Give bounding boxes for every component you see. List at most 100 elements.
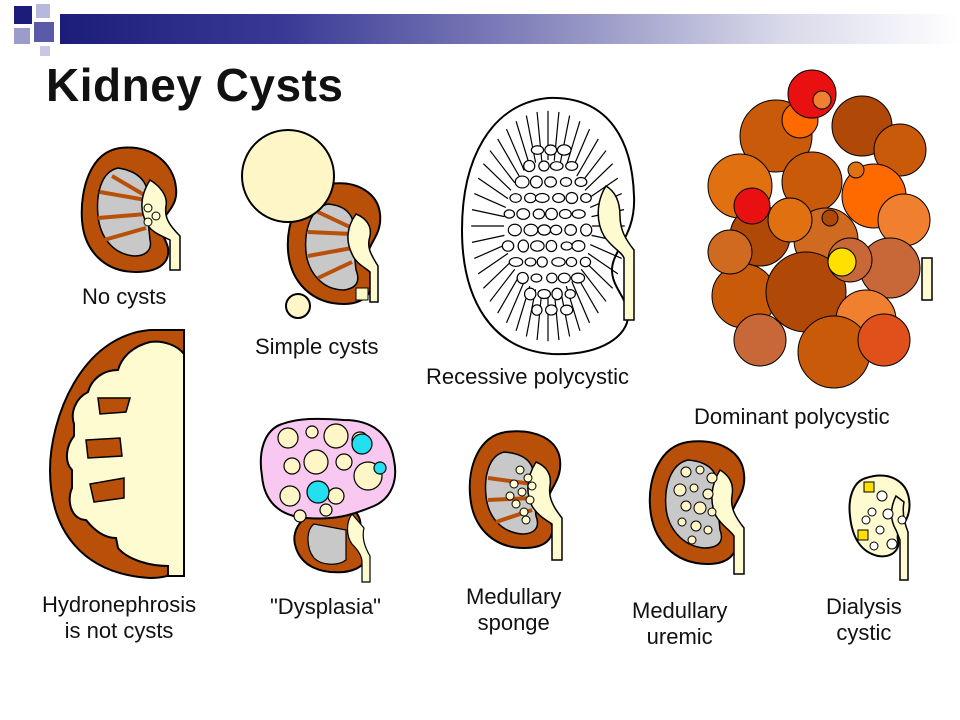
sponge-cyst (505, 491, 515, 501)
recessive-cyst (530, 145, 545, 155)
recessive-cyst (556, 144, 572, 156)
recessive-cyst (579, 256, 592, 268)
label-uremic-line2: uremic (646, 624, 713, 649)
recessive-ray (471, 209, 505, 218)
sponge-cyst (515, 465, 525, 475)
recessive-ray (580, 150, 607, 184)
uremic-cyst (680, 466, 692, 478)
recessive-ray (497, 138, 520, 177)
recessive-cyst (544, 304, 558, 316)
recessive-ray (474, 244, 507, 260)
recessive-cyst (557, 272, 571, 284)
label-no-cysts: No cysts (82, 284, 167, 309)
kidney-medullary-uremic (648, 440, 746, 575)
recessive-ray (515, 121, 531, 167)
dysplasia-cyst (319, 503, 333, 517)
recessive-cyst (537, 288, 552, 300)
kidney-no-cysts-medulla-lines (97, 174, 148, 242)
label-dialysis-line1: Dialysis (826, 594, 902, 619)
recessive-ray (587, 177, 619, 200)
recessive-cyst (571, 240, 586, 252)
dysplasia-cyst (323, 423, 349, 449)
dialysis-cyst (897, 515, 907, 525)
dysplasia-cyst-blue (351, 433, 373, 455)
recessive-cyst (552, 192, 566, 204)
simple-cyst-small (285, 293, 311, 319)
dominant-cyst-yellow (827, 247, 857, 277)
recessive-cyst (508, 256, 524, 268)
title-gradient-bar (60, 14, 960, 44)
recessive-cyst (517, 239, 530, 253)
dominant-cysts (707, 69, 931, 389)
uremic-cyst (687, 535, 697, 545)
recessive-ray (477, 252, 509, 275)
recessive-cyst (565, 191, 579, 205)
label-uremic-line1: Medullary (632, 598, 728, 623)
dialysis-cyst (886, 538, 898, 550)
recessive-cyst (531, 304, 543, 316)
recessive-ray (589, 244, 622, 260)
recessive-cyst (558, 208, 572, 220)
label-medullary-sponge: Medullary sponge (466, 584, 561, 636)
dominant-cyst-small (821, 209, 839, 227)
dysplasia-cyst (283, 457, 301, 475)
recessive-cyst (549, 161, 564, 171)
kidney-medullary-sponge (468, 430, 563, 561)
label-dialysis-cystic: Dialysis cystic (826, 594, 902, 646)
recessive-cyst (534, 192, 550, 204)
sponge-cyst (509, 479, 519, 489)
recessive-cyst (536, 256, 548, 268)
uremic-cyst (703, 525, 713, 535)
dysplasia-cyst (305, 425, 319, 439)
dysplasia-cyst (303, 449, 329, 475)
recessive-cyst (507, 223, 522, 237)
dialysis-cyst (876, 490, 888, 502)
sponge-cyst (521, 515, 531, 525)
recessive-cyst (549, 224, 563, 236)
recessive-ray (471, 234, 505, 243)
kidney-recessive (460, 96, 636, 356)
dominant-cyst (733, 313, 787, 367)
dysplasia-cysts (277, 423, 387, 523)
recessive-cyst (514, 175, 530, 189)
recessive-cyst (523, 159, 536, 173)
recessive-cyst (538, 160, 550, 172)
label-hydronephrosis-line1: Hydronephrosis (42, 592, 197, 617)
recessive-cyst (565, 256, 578, 268)
kidney-no-cysts-pelvis (141, 178, 181, 271)
recessive-cyst (544, 176, 558, 188)
sponge-cyst (525, 495, 535, 505)
kidney-hydronephrosis (48, 329, 185, 580)
recessive-ray (584, 163, 614, 191)
kidney-dialysis-cystic (848, 474, 911, 581)
uremic-cysts (673, 465, 718, 545)
recessive-cyst (537, 224, 552, 236)
recessive-ray (505, 281, 525, 324)
kidney-dysplasia (259, 417, 397, 583)
uremic-cyst (693, 501, 707, 515)
recessive-rays (471, 110, 625, 342)
recessive-cyst (546, 272, 558, 284)
slide-title: Kidney Cysts (46, 59, 344, 111)
recessive-cyst (571, 209, 586, 219)
sponge-cyst (511, 499, 521, 509)
dominant-ureter (921, 257, 933, 301)
dysplasia-cyst (279, 485, 301, 507)
recessive-ray (565, 121, 581, 167)
recessive-ray (477, 177, 509, 200)
recessive-cyst (580, 223, 593, 237)
recessive-cyst (560, 241, 573, 251)
corner-square-5 (40, 46, 50, 56)
dialysis-cyst-yellow (857, 529, 869, 541)
dominant-cyst (857, 313, 911, 367)
dialysis-cysts (857, 481, 907, 551)
kidney-dominant (707, 69, 933, 389)
recessive-cyst (530, 240, 545, 252)
recessive-ray (571, 281, 591, 324)
kidney-simple-cysts (241, 129, 382, 319)
label-recessive-polycystic: Recessive polycystic (426, 364, 629, 389)
recessive-ray (474, 192, 507, 208)
corner-square-4 (34, 22, 54, 42)
dominant-cyst-inner (812, 90, 832, 110)
dominant-cyst (797, 315, 871, 389)
